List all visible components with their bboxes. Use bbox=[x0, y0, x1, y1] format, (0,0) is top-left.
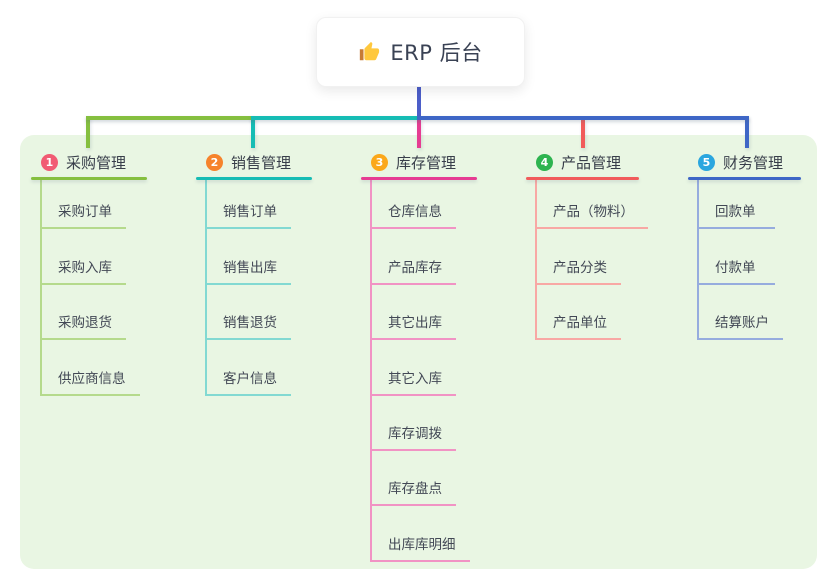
child-node[interactable]: 产品（物料） bbox=[535, 174, 648, 230]
connector-rail bbox=[251, 116, 419, 120]
child-node[interactable]: 采购入库 bbox=[40, 229, 126, 285]
branch-children: 产品（物料）产品分类产品单位 bbox=[535, 174, 648, 341]
connector-drop-branch-4 bbox=[581, 120, 585, 148]
branch-child-connector bbox=[205, 178, 207, 396]
branch-node-1[interactable]: 1 采购管理 bbox=[31, 148, 147, 177]
branch-underline bbox=[688, 177, 801, 180]
child-node[interactable]: 产品分类 bbox=[535, 229, 621, 285]
child-node[interactable]: 采购订单 bbox=[40, 174, 126, 230]
connector-rail bbox=[86, 116, 253, 120]
child-node[interactable]: 付款单 bbox=[697, 229, 775, 285]
branch-number-badge: 4 bbox=[536, 154, 553, 171]
branch-label: 销售管理 bbox=[231, 154, 292, 172]
branch-underline bbox=[361, 177, 477, 180]
child-node[interactable]: 库存调拨 bbox=[370, 396, 456, 451]
branch-child-connector bbox=[535, 178, 537, 341]
branch-number-badge: 5 bbox=[698, 154, 715, 171]
child-node[interactable]: 库存盘点 bbox=[370, 451, 456, 507]
child-node[interactable]: 其它入库 bbox=[370, 340, 456, 396]
child-node[interactable]: 产品库存 bbox=[370, 229, 456, 285]
child-node[interactable]: 销售订单 bbox=[205, 174, 291, 230]
branch-label: 产品管理 bbox=[561, 154, 622, 172]
branch-label: 财务管理 bbox=[723, 154, 784, 172]
child-node[interactable]: 销售退货 bbox=[205, 285, 291, 341]
child-node[interactable]: 采购退货 bbox=[40, 285, 126, 341]
branch-underline bbox=[31, 177, 147, 180]
thumbs-up-icon bbox=[358, 41, 380, 63]
branch-node-2[interactable]: 2 销售管理 bbox=[196, 148, 312, 177]
root-node[interactable]: ERP 后台 bbox=[316, 17, 525, 87]
child-node[interactable]: 产品单位 bbox=[535, 285, 621, 341]
branch-children: 销售订单销售出库销售退货客户信息 bbox=[205, 174, 291, 396]
branch-node-4[interactable]: 4 产品管理 bbox=[526, 148, 639, 177]
connector-drop-branch-3 bbox=[417, 120, 421, 148]
connector-drop-branch-1 bbox=[86, 116, 90, 148]
branch-child-connector bbox=[697, 178, 699, 341]
branch-label: 采购管理 bbox=[66, 154, 127, 172]
root-connector-stem bbox=[417, 85, 421, 116]
branch-children: 仓库信息产品库存其它出库其它入库库存调拨库存盘点出库库明细 bbox=[370, 174, 470, 562]
branch-underline bbox=[526, 177, 639, 180]
branch-underline bbox=[196, 177, 312, 180]
child-node[interactable]: 仓库信息 bbox=[370, 174, 456, 230]
child-node[interactable]: 结算账户 bbox=[697, 285, 783, 341]
connector-rail bbox=[417, 116, 749, 120]
branch-node-3[interactable]: 3 库存管理 bbox=[361, 148, 477, 177]
connector-drop-branch-2 bbox=[251, 116, 255, 148]
connector-drop-branch-5 bbox=[745, 116, 749, 148]
branch-children: 采购订单采购入库采购退货供应商信息 bbox=[40, 174, 140, 396]
branch-child-connector bbox=[40, 178, 42, 396]
branch-number-badge: 1 bbox=[41, 154, 58, 171]
child-node[interactable]: 出库库明细 bbox=[370, 506, 470, 562]
branch-label: 库存管理 bbox=[396, 154, 457, 172]
branch-child-connector bbox=[370, 178, 372, 562]
map-background-panel bbox=[20, 135, 817, 569]
branch-number-badge: 3 bbox=[371, 154, 388, 171]
child-node[interactable]: 回款单 bbox=[697, 174, 775, 230]
root-node-title: ERP 后台 bbox=[390, 41, 483, 65]
branch-node-5[interactable]: 5 财务管理 bbox=[688, 148, 801, 177]
child-node[interactable]: 销售出库 bbox=[205, 229, 291, 285]
child-node[interactable]: 客户信息 bbox=[205, 340, 291, 396]
branch-number-badge: 2 bbox=[206, 154, 223, 171]
branch-children: 回款单付款单结算账户 bbox=[697, 174, 783, 341]
child-node[interactable]: 供应商信息 bbox=[40, 340, 140, 396]
child-node[interactable]: 其它出库 bbox=[370, 285, 456, 341]
